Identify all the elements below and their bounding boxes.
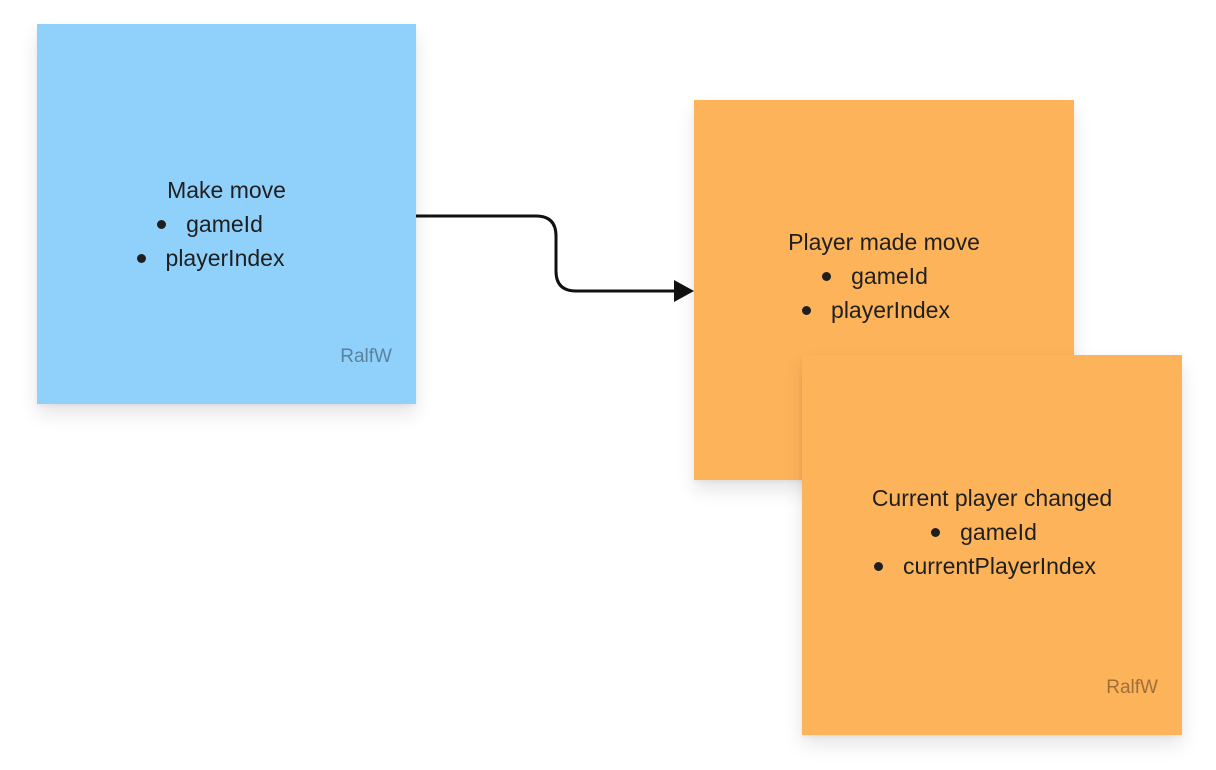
list-item-text: gameId	[851, 263, 928, 289]
note-content: Make move gameId playerIndex	[37, 173, 416, 275]
bullet-icon	[157, 219, 167, 229]
list-item: currentPlayerIndex	[873, 549, 1097, 583]
note-content: Current player changed gameId currentPla…	[802, 481, 1182, 583]
bullet-icon	[822, 271, 832, 281]
list-item: playerIndex	[136, 241, 285, 275]
bullet-icon	[802, 305, 812, 315]
arrowhead-icon	[674, 280, 694, 302]
list-item-text: playerIndex	[831, 297, 950, 323]
list-item: playerIndex	[802, 293, 950, 327]
list-item: gameId	[931, 515, 1037, 549]
note-author: RalfW	[1106, 677, 1158, 698]
bullet-icon	[931, 527, 941, 537]
note-content: Player made move gameId playerIndex	[694, 225, 1074, 327]
list-item-text: gameId	[186, 211, 263, 237]
list-item-text: playerIndex	[165, 245, 285, 271]
sticky-note-make-move[interactable]: Make move gameId playerIndex RalfW	[37, 24, 416, 404]
note-title: Player made move	[788, 229, 980, 255]
sticky-note-current-player-changed[interactable]: Current player changed gameId currentPla…	[802, 355, 1182, 735]
list-item: gameId	[157, 207, 263, 241]
bullet-icon	[873, 561, 883, 571]
list-item-text: currentPlayerIndex	[902, 553, 1097, 579]
list-item: gameId	[822, 259, 928, 293]
note-title: Current player changed	[871, 485, 1113, 511]
note-title: Make move	[167, 177, 286, 203]
list-item-text: gameId	[960, 519, 1037, 545]
bullet-icon	[136, 253, 146, 263]
note-author: RalfW	[340, 346, 392, 367]
connector-line[interactable]	[416, 214, 676, 293]
